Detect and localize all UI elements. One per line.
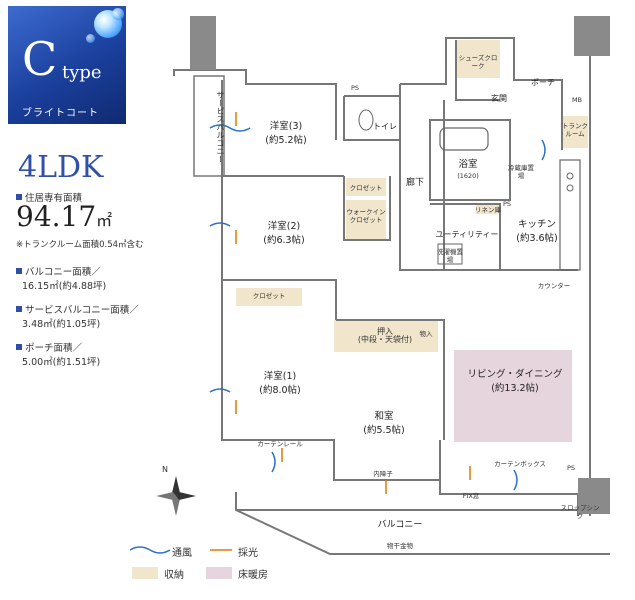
ps-label-2: PS <box>502 200 512 208</box>
mono-ire-label: 物入 <box>419 330 433 338</box>
linen-label: リネン庫 <box>475 206 501 214</box>
slop-sink-label: スロップシンク <box>560 504 600 520</box>
room-living: リビング・ダイニング(約13.2帖) <box>467 369 563 394</box>
room-bath: 浴室(1620) <box>457 159 479 180</box>
bathtub <box>439 127 489 151</box>
pillar <box>190 16 216 70</box>
room-kitchen: キッチン(約3.6帖) <box>516 219 558 244</box>
room-hallway: 廊下 <box>405 178 424 188</box>
compass-icon: N <box>156 465 196 516</box>
room-service-balcony: サービスバルコニー <box>216 91 225 163</box>
balcony-area-label: バルコニー面積／ <box>16 264 101 278</box>
washer-icon <box>437 243 463 265</box>
toilet-icon <box>358 109 374 131</box>
trunk-room <box>562 116 588 148</box>
bubble-decoration <box>86 34 95 43</box>
type-name: ブライトコート <box>22 108 99 119</box>
ventilation-arrow <box>209 124 251 132</box>
floor-heating-area <box>454 350 572 442</box>
curtain-box-label: カーテンボックス <box>494 460 546 468</box>
ventilation-arrow <box>209 222 231 227</box>
ventilation-arrow <box>271 451 276 473</box>
room-toilet: トイレ <box>373 122 397 131</box>
walkin-closet-label: ウォークインクロゼット <box>346 208 386 224</box>
room-western3: 洋室(3)(約5.2帖) <box>265 121 307 146</box>
svg-text:N: N <box>162 465 168 474</box>
room-balcony: バルコニー <box>377 520 423 530</box>
fix-window-label: FIX窓 <box>462 492 480 500</box>
closet-japanese <box>334 320 356 352</box>
floor-area: 94.17㎡ <box>16 200 113 233</box>
room-shoes-closet: シューズクローク <box>458 54 498 70</box>
ventilation-arrow <box>209 388 231 393</box>
room-western1: 洋室(1)(約8.0帖) <box>259 371 301 396</box>
room-western2: 洋室(2)(約6.3帖) <box>263 221 305 246</box>
legend-floor-heating-swatch <box>206 567 232 579</box>
mono-ire <box>414 320 438 352</box>
service-balcony-area-value: 3.48㎡(約1.05坪) <box>22 319 101 330</box>
mb-label: MB <box>571 96 583 104</box>
service-balcony-area-label: サービスバルコニー面積／ <box>16 302 139 316</box>
legend-storage-swatch <box>132 567 158 579</box>
room-utility: ユーティリティー <box>435 230 499 239</box>
closet-3 <box>346 178 386 196</box>
legend-storage: 収納 <box>164 570 184 581</box>
kitchen-counter <box>559 159 581 271</box>
linen <box>476 204 500 214</box>
ps-label-1: PS <box>350 84 360 92</box>
fridge-label: 冷蔵庫置場 <box>508 164 534 180</box>
trunk-room-label: トランクルーム <box>562 122 588 138</box>
ps-label-3: PS <box>566 464 576 472</box>
type-word: type <box>62 62 102 83</box>
type-letter: C <box>22 32 58 86</box>
bubble-decoration <box>112 8 124 20</box>
floor-area-note: ※トランクルーム面積0.54㎡含む <box>16 240 144 250</box>
room-entrance: 玄関 <box>491 94 507 103</box>
layout-type: 4LDK <box>18 150 104 185</box>
porch-area-value: 5.00㎡(約1.51坪) <box>22 357 101 368</box>
ventilation-arrow <box>541 139 546 161</box>
washer-label: 洗濯機置場 <box>437 248 463 264</box>
room-japanese: 和室(約5.5帖) <box>363 411 405 436</box>
clothes-hanger-label: 物干金物 <box>387 542 413 550</box>
pillar <box>578 478 610 514</box>
legend-ventilation: 通風 <box>172 548 192 559</box>
closet-1 <box>236 288 302 306</box>
floor-area-label: 住居専有面積 <box>16 190 82 204</box>
legend-ventilation-icon <box>129 546 171 554</box>
counter-label: カウンター <box>537 282 571 290</box>
balcony-area-value: 16.15㎡(約4.88坪) <box>22 281 107 292</box>
curtain-rail-label: カーテンレール <box>257 440 303 448</box>
walkin-closet <box>346 200 386 240</box>
oshiire <box>356 320 414 352</box>
ventilation-arrow <box>513 469 518 491</box>
inner-window-label: 内障子 <box>373 470 393 478</box>
pillar <box>574 16 610 56</box>
porch-area-label: ポーチ面積／ <box>16 340 82 354</box>
stove-icon <box>566 184 574 192</box>
closet-1-label: クロゼット <box>252 292 286 300</box>
shoes-closet <box>456 40 500 78</box>
oshiire-label: 押入(中段・天袋付) <box>357 327 413 344</box>
closet-3-label: クロゼット <box>349 184 383 192</box>
legend-floor-heating: 床暖房 <box>238 570 268 581</box>
stove-icon <box>566 172 574 180</box>
type-badge: C type ブライトコート <box>8 6 126 124</box>
room-porch: ポーチ <box>531 78 555 87</box>
legend-lighting: 採光 <box>238 548 258 559</box>
